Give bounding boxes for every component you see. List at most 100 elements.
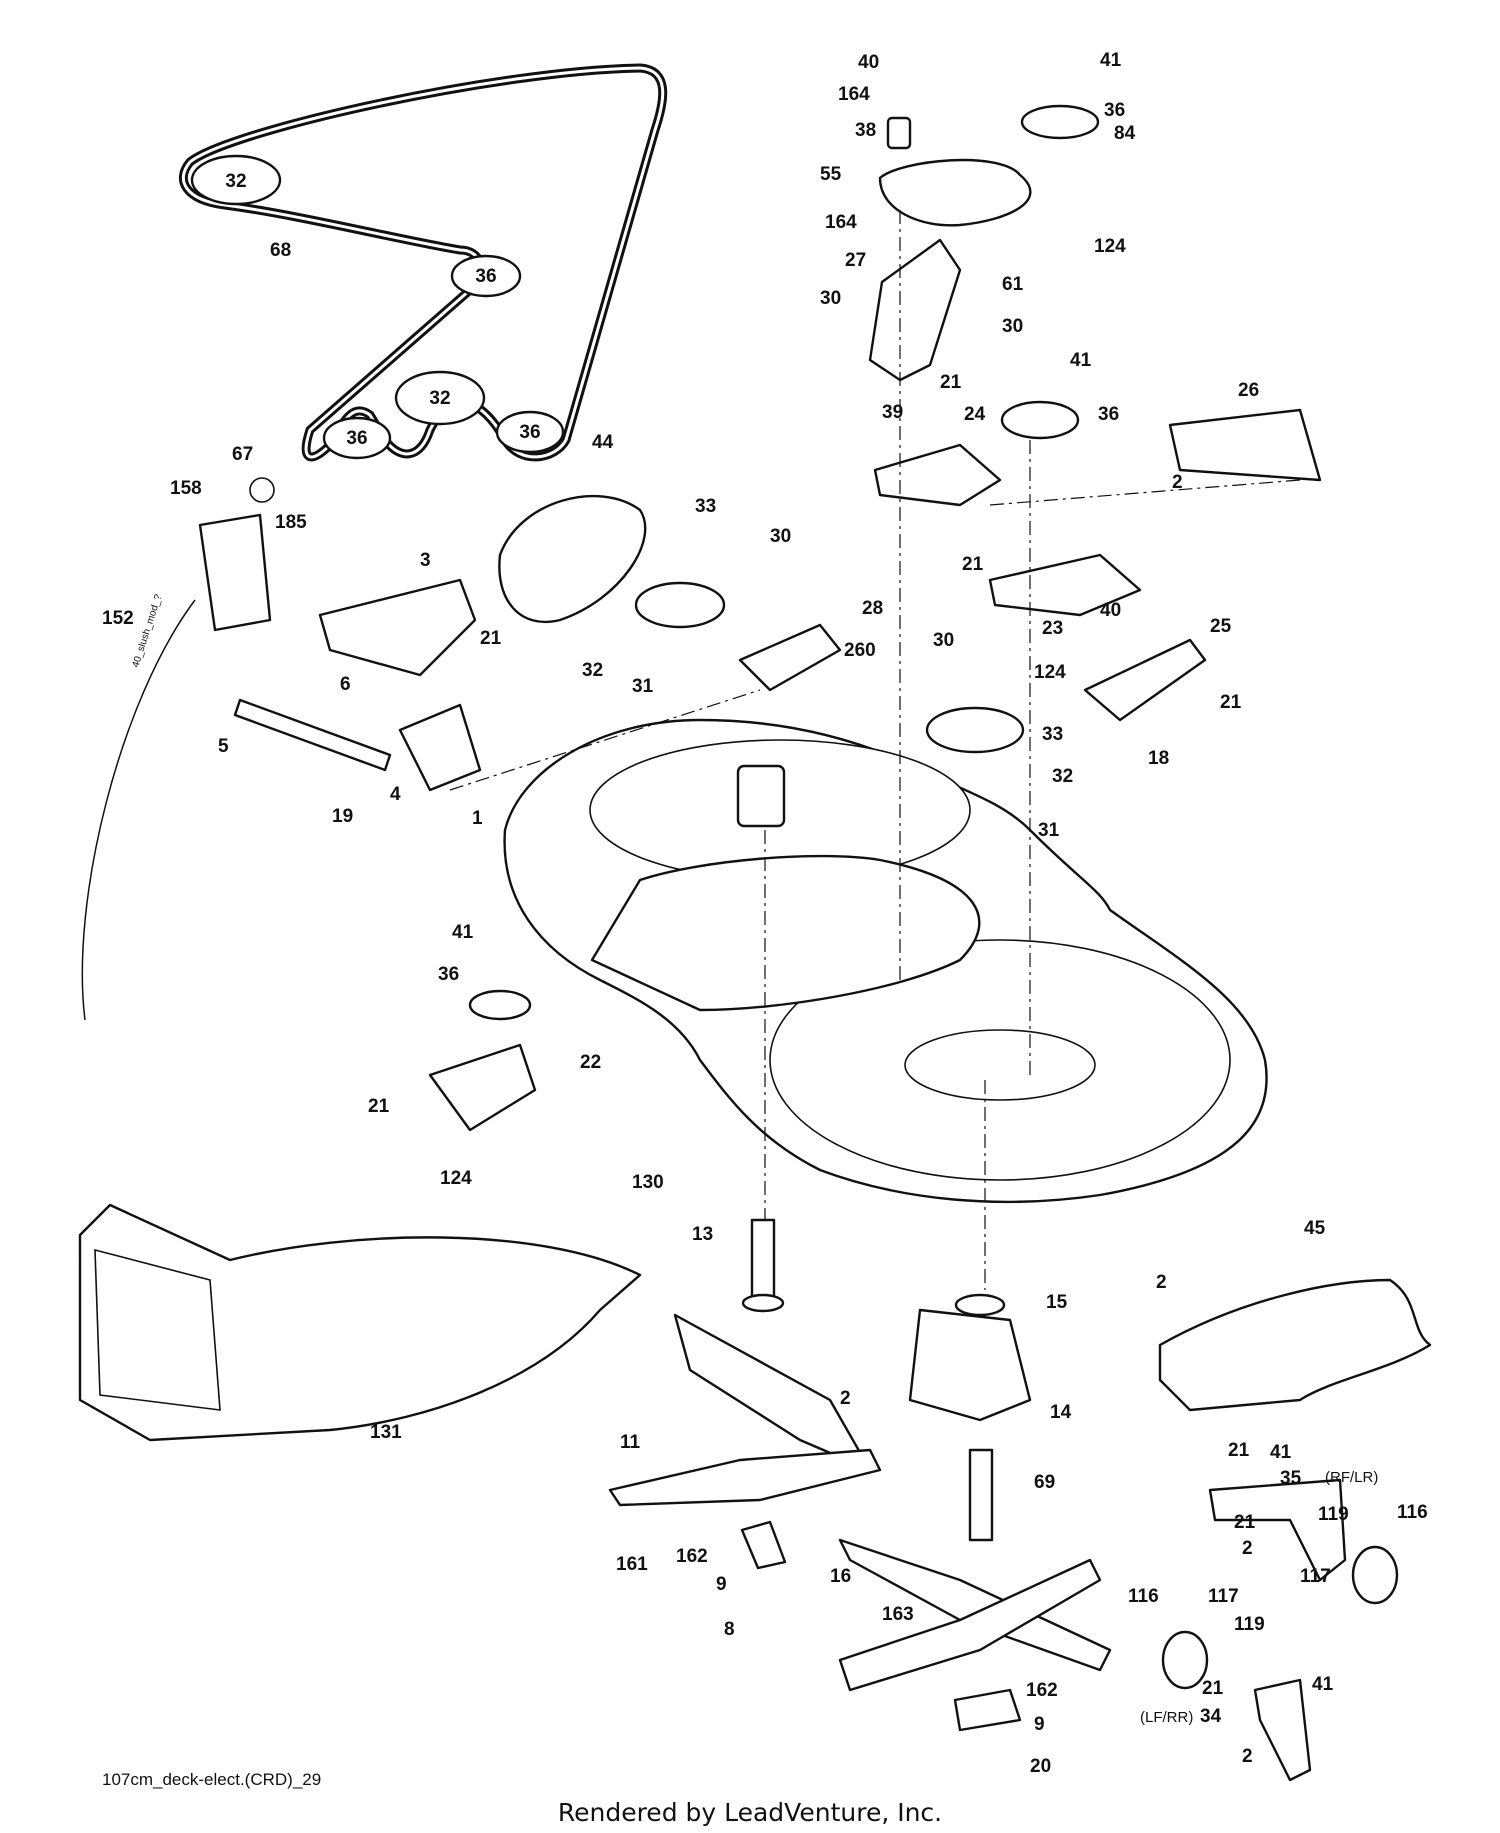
callout-41e: 41 xyxy=(1312,1674,1334,1695)
callout-35: 35 xyxy=(1280,1468,1302,1489)
callout-41a: 41 xyxy=(1100,50,1122,71)
pulley-36-lower-left xyxy=(468,989,532,1021)
blade-plate-162-upper xyxy=(740,1520,787,1570)
callout-18: 18 xyxy=(1148,748,1169,769)
arm-25 xyxy=(1083,638,1207,722)
belt-pulley-36-right xyxy=(495,410,565,454)
callout-22: 22 xyxy=(580,1052,601,1073)
arm-bracket-27 xyxy=(868,238,962,382)
callout-117a: 117 xyxy=(1300,1566,1331,1587)
callout-31b: 31 xyxy=(1038,820,1060,841)
left-parts xyxy=(81,477,842,1132)
idler-pulley-36-top xyxy=(1020,104,1100,140)
wheel-117-right xyxy=(1351,1545,1399,1605)
callout-32b: 32 xyxy=(1052,766,1073,787)
blade-plate-162-lower xyxy=(953,1688,1022,1732)
chute-opening xyxy=(94,1248,221,1411)
belt-pulley-32-top xyxy=(190,154,282,206)
callout-124c: 124 xyxy=(440,1168,472,1189)
blade-163 xyxy=(838,1558,1102,1692)
callout-11: 11 xyxy=(620,1432,641,1453)
assembly-lines xyxy=(449,210,1301,1290)
callout-33b: 33 xyxy=(1042,724,1063,745)
callout-21a: 21 xyxy=(940,372,962,393)
callout-163: 163 xyxy=(882,1604,914,1625)
callout-185: 185 xyxy=(275,512,307,533)
callout-23: 23 xyxy=(1042,618,1063,639)
callout-27: 27 xyxy=(845,250,866,271)
spindle-collar-13 xyxy=(741,1293,785,1313)
callout-14: 14 xyxy=(1050,1402,1072,1423)
callout-9a: 9 xyxy=(716,1574,727,1595)
callout-21g: 21 xyxy=(1234,1512,1256,1533)
callout-45: 45 xyxy=(1304,1218,1326,1239)
callout-41c: 41 xyxy=(452,922,474,943)
idler-pulley-36-right xyxy=(1000,400,1080,440)
callout-164b: 164 xyxy=(825,212,857,233)
callout-67: 67 xyxy=(232,444,253,465)
belt-cover-45 xyxy=(1158,1278,1432,1412)
callout-162b: 162 xyxy=(1026,1680,1058,1701)
callout-21d: 21 xyxy=(1220,692,1242,713)
callout-44: 44 xyxy=(592,432,614,453)
callout-24: 24 xyxy=(964,404,986,425)
footer-credit: Rendered by LeadVenture, Inc. xyxy=(557,1798,943,1827)
callout-130: 130 xyxy=(632,1172,664,1193)
cover-and-wheels xyxy=(1158,1278,1432,1782)
bracket-28 xyxy=(738,623,842,692)
callout-116b: 116 xyxy=(1128,1586,1159,1607)
callout-9b: 9 xyxy=(1034,1714,1045,1735)
callout-158: 158 xyxy=(170,478,202,499)
callout-2d: 2 xyxy=(1242,1538,1253,1559)
ball-67 xyxy=(249,477,275,503)
spindle-blades xyxy=(608,1218,1112,1732)
discharge-chute xyxy=(78,1203,642,1442)
deck-spindle-tube xyxy=(736,764,786,828)
callout-6: 6 xyxy=(340,674,351,695)
blade-16 xyxy=(838,1538,1112,1672)
callout-32a: 32 xyxy=(582,660,603,681)
belt-pulley-36-middle xyxy=(450,254,522,298)
callout-26: 26 xyxy=(1238,380,1259,401)
belt-guard-44 xyxy=(498,494,647,623)
bracket-3 xyxy=(318,578,477,677)
spindle-housing-14 xyxy=(908,1308,1032,1422)
callout-34: 34 xyxy=(1200,1706,1222,1727)
callout-38: 38 xyxy=(855,120,876,141)
belt-pulley-36-left xyxy=(322,416,392,460)
callout-8: 8 xyxy=(724,1619,735,1640)
callout-36b: 36 xyxy=(1098,404,1119,425)
callout-39: 39 xyxy=(882,402,903,423)
switch-185 xyxy=(198,513,272,632)
callout-21h: 21 xyxy=(1202,1678,1224,1699)
wheel-bracket-35 xyxy=(1208,1478,1347,1582)
pulley-32-right xyxy=(925,706,1025,754)
callout-2a: 2 xyxy=(1172,472,1183,493)
callout-36a: 36 xyxy=(1104,100,1125,121)
callout-61: 61 xyxy=(1002,274,1024,295)
callout-124b: 124 xyxy=(1034,662,1066,683)
wheel-117-left xyxy=(1161,1630,1209,1690)
callout-19: 19 xyxy=(332,806,353,827)
deck-spindle-opening xyxy=(904,1029,1096,1101)
belt-pulley-label-p32a: 32 xyxy=(225,171,246,192)
callout-124a: 124 xyxy=(1094,236,1126,257)
belt-pulley-label-p32b: 32 xyxy=(429,388,450,409)
callout-116a: 116 xyxy=(1397,1502,1428,1523)
callout-15: 15 xyxy=(1046,1292,1068,1313)
bracket-22 xyxy=(428,1043,537,1132)
callout-3: 3 xyxy=(420,550,431,571)
callout-21c: 21 xyxy=(962,554,984,575)
callout-68: 68 xyxy=(270,240,291,261)
spindle-shaft-69 xyxy=(968,1448,994,1542)
callout-40b: 40 xyxy=(1100,600,1121,621)
callout-4: 4 xyxy=(390,784,401,805)
belt-assembly xyxy=(178,63,668,462)
callout-31a: 31 xyxy=(632,676,654,697)
callout-20: 20 xyxy=(1030,1756,1051,1777)
spindle-shaft-13 xyxy=(750,1218,776,1302)
callout-131: 131 xyxy=(370,1422,402,1443)
spacer-38 xyxy=(886,116,912,150)
